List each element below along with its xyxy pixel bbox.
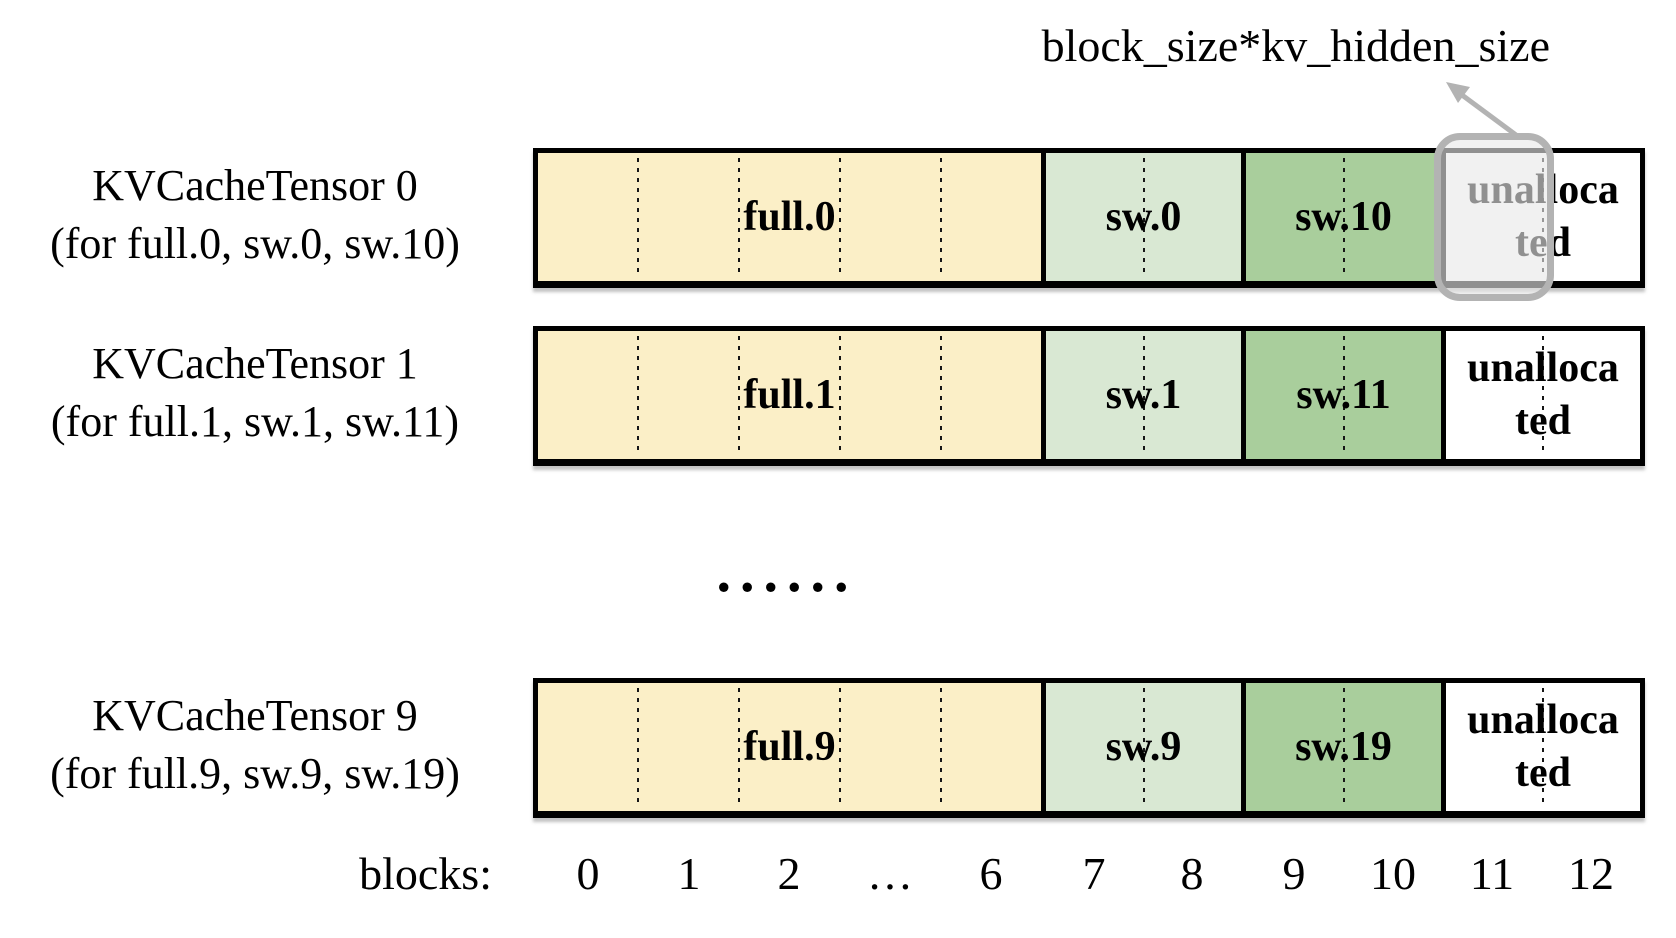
- block-divider: [1142, 336, 1145, 454]
- block-divider: [738, 688, 740, 806]
- block-divider: [839, 688, 841, 806]
- tensor-row-subtitle: (for full.0, sw.0, sw.10): [50, 219, 460, 268]
- block-index-label: …: [867, 848, 913, 899]
- block-divider: [1542, 336, 1544, 454]
- segment-sw-high: sw.10: [1241, 153, 1441, 281]
- block-divider: [940, 688, 942, 806]
- segment-sw-low: sw.1: [1041, 331, 1241, 459]
- tensor-row-title: KVCacheTensor 1: [92, 339, 418, 388]
- block-divider: [1342, 158, 1345, 276]
- block-divider: [637, 336, 639, 454]
- block-divider: [940, 158, 942, 276]
- tensor-row-9-label: KVCacheTensor 9 (for full.9, sw.9, sw.19…: [15, 687, 495, 803]
- block-index-label: 8: [1180, 848, 1204, 899]
- kv-cache-bar-9: full.9 sw.9 sw.19 unalloca ted: [533, 678, 1645, 818]
- block-divider: [1342, 688, 1345, 806]
- tensor-row-title: KVCacheTensor 9: [92, 691, 418, 740]
- block-index-label: 2: [777, 848, 801, 899]
- block-divider: [1142, 158, 1145, 276]
- block-index-label: 12: [1568, 848, 1614, 899]
- block-index-label: 10: [1370, 848, 1416, 899]
- block-divider: [839, 336, 841, 454]
- block-index-label: 1: [677, 848, 701, 899]
- blocks-caption: blocks:: [359, 848, 492, 899]
- block-divider: [637, 158, 639, 276]
- segment-sw-low: sw.0: [1041, 153, 1241, 281]
- block-highlight: [1434, 133, 1554, 301]
- segment-unallocated: unalloca ted: [1441, 683, 1640, 811]
- tensor-row-subtitle: (for full.1, sw.1, sw.11): [50, 397, 460, 446]
- block-index-label: 9: [1282, 848, 1306, 899]
- tensor-row-title: KVCacheTensor 0: [92, 161, 418, 210]
- segment-unallocated: unalloca ted: [1441, 331, 1640, 459]
- block-divider: [940, 336, 942, 454]
- block-index-label: 11: [1469, 848, 1515, 899]
- annotation-arrow: [1446, 82, 1518, 138]
- segment-full: full.9: [538, 683, 1041, 811]
- tensor-row-1-label: KVCacheTensor 1 (for full.1, sw.1, sw.11…: [15, 335, 495, 451]
- block-index-label: 7: [1082, 848, 1106, 899]
- block-divider: [1542, 688, 1544, 806]
- block-divider: [1142, 688, 1145, 806]
- segment-sw-high: sw.19: [1241, 683, 1441, 811]
- block-divider: [1342, 336, 1345, 454]
- segment-sw-low: sw.9: [1041, 683, 1241, 811]
- block-divider: [738, 158, 740, 276]
- tensor-row-subtitle: (for full.9, sw.9, sw.19): [50, 749, 460, 798]
- block-index-label: 6: [979, 848, 1003, 899]
- tensor-row-0-label: KVCacheTensor 0 (for full.0, sw.0, sw.10…: [15, 157, 495, 273]
- kv-cache-bar-1: full.1 sw.1 sw.11 unalloca ted: [533, 326, 1645, 466]
- segment-full: full.1: [538, 331, 1041, 459]
- block-divider: [839, 158, 841, 276]
- segment-sw-high: sw.11: [1241, 331, 1441, 459]
- rows-ellipsis: ......: [716, 539, 858, 604]
- segment-full: full.0: [538, 153, 1041, 281]
- block-size-annotation: block_size*kv_hidden_size: [1041, 20, 1550, 71]
- block-divider: [637, 688, 639, 806]
- block-index-label: 0: [576, 848, 600, 899]
- block-divider: [738, 336, 740, 454]
